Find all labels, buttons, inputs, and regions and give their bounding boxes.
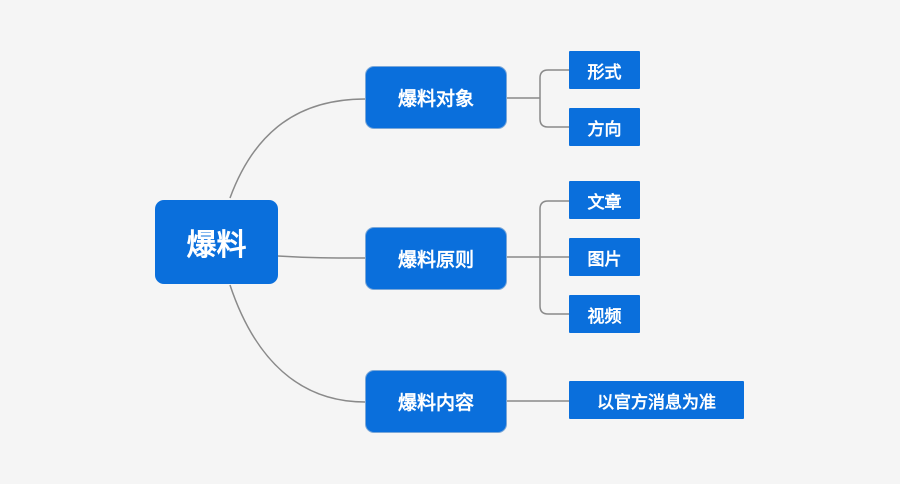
leaf-node-official-news[interactable]: 以官方消息为准	[569, 381, 744, 419]
connector-root-branch-3	[229, 284, 366, 403]
leaf-node-direction[interactable]: 方向	[569, 108, 640, 146]
leaf-node-article[interactable]: 文章	[569, 181, 640, 219]
connector-root-branch-2	[277, 255, 366, 259]
leaf-node-video[interactable]: 视频	[569, 295, 640, 333]
leaf-node-form[interactable]: 形式	[569, 51, 640, 89]
branch-node-principle[interactable]: 爆料原则	[365, 227, 507, 290]
connector-branch-2-leaves	[507, 200, 569, 315]
leaf-node-image[interactable]: 图片	[569, 238, 640, 276]
connector-root-branch-1	[229, 98, 366, 199]
branch-node-target[interactable]: 爆料对象	[365, 66, 507, 129]
connector-branch-1-leaves	[507, 69, 569, 128]
branch-node-content[interactable]: 爆料内容	[365, 370, 507, 433]
root-node[interactable]: 爆料	[155, 200, 278, 284]
